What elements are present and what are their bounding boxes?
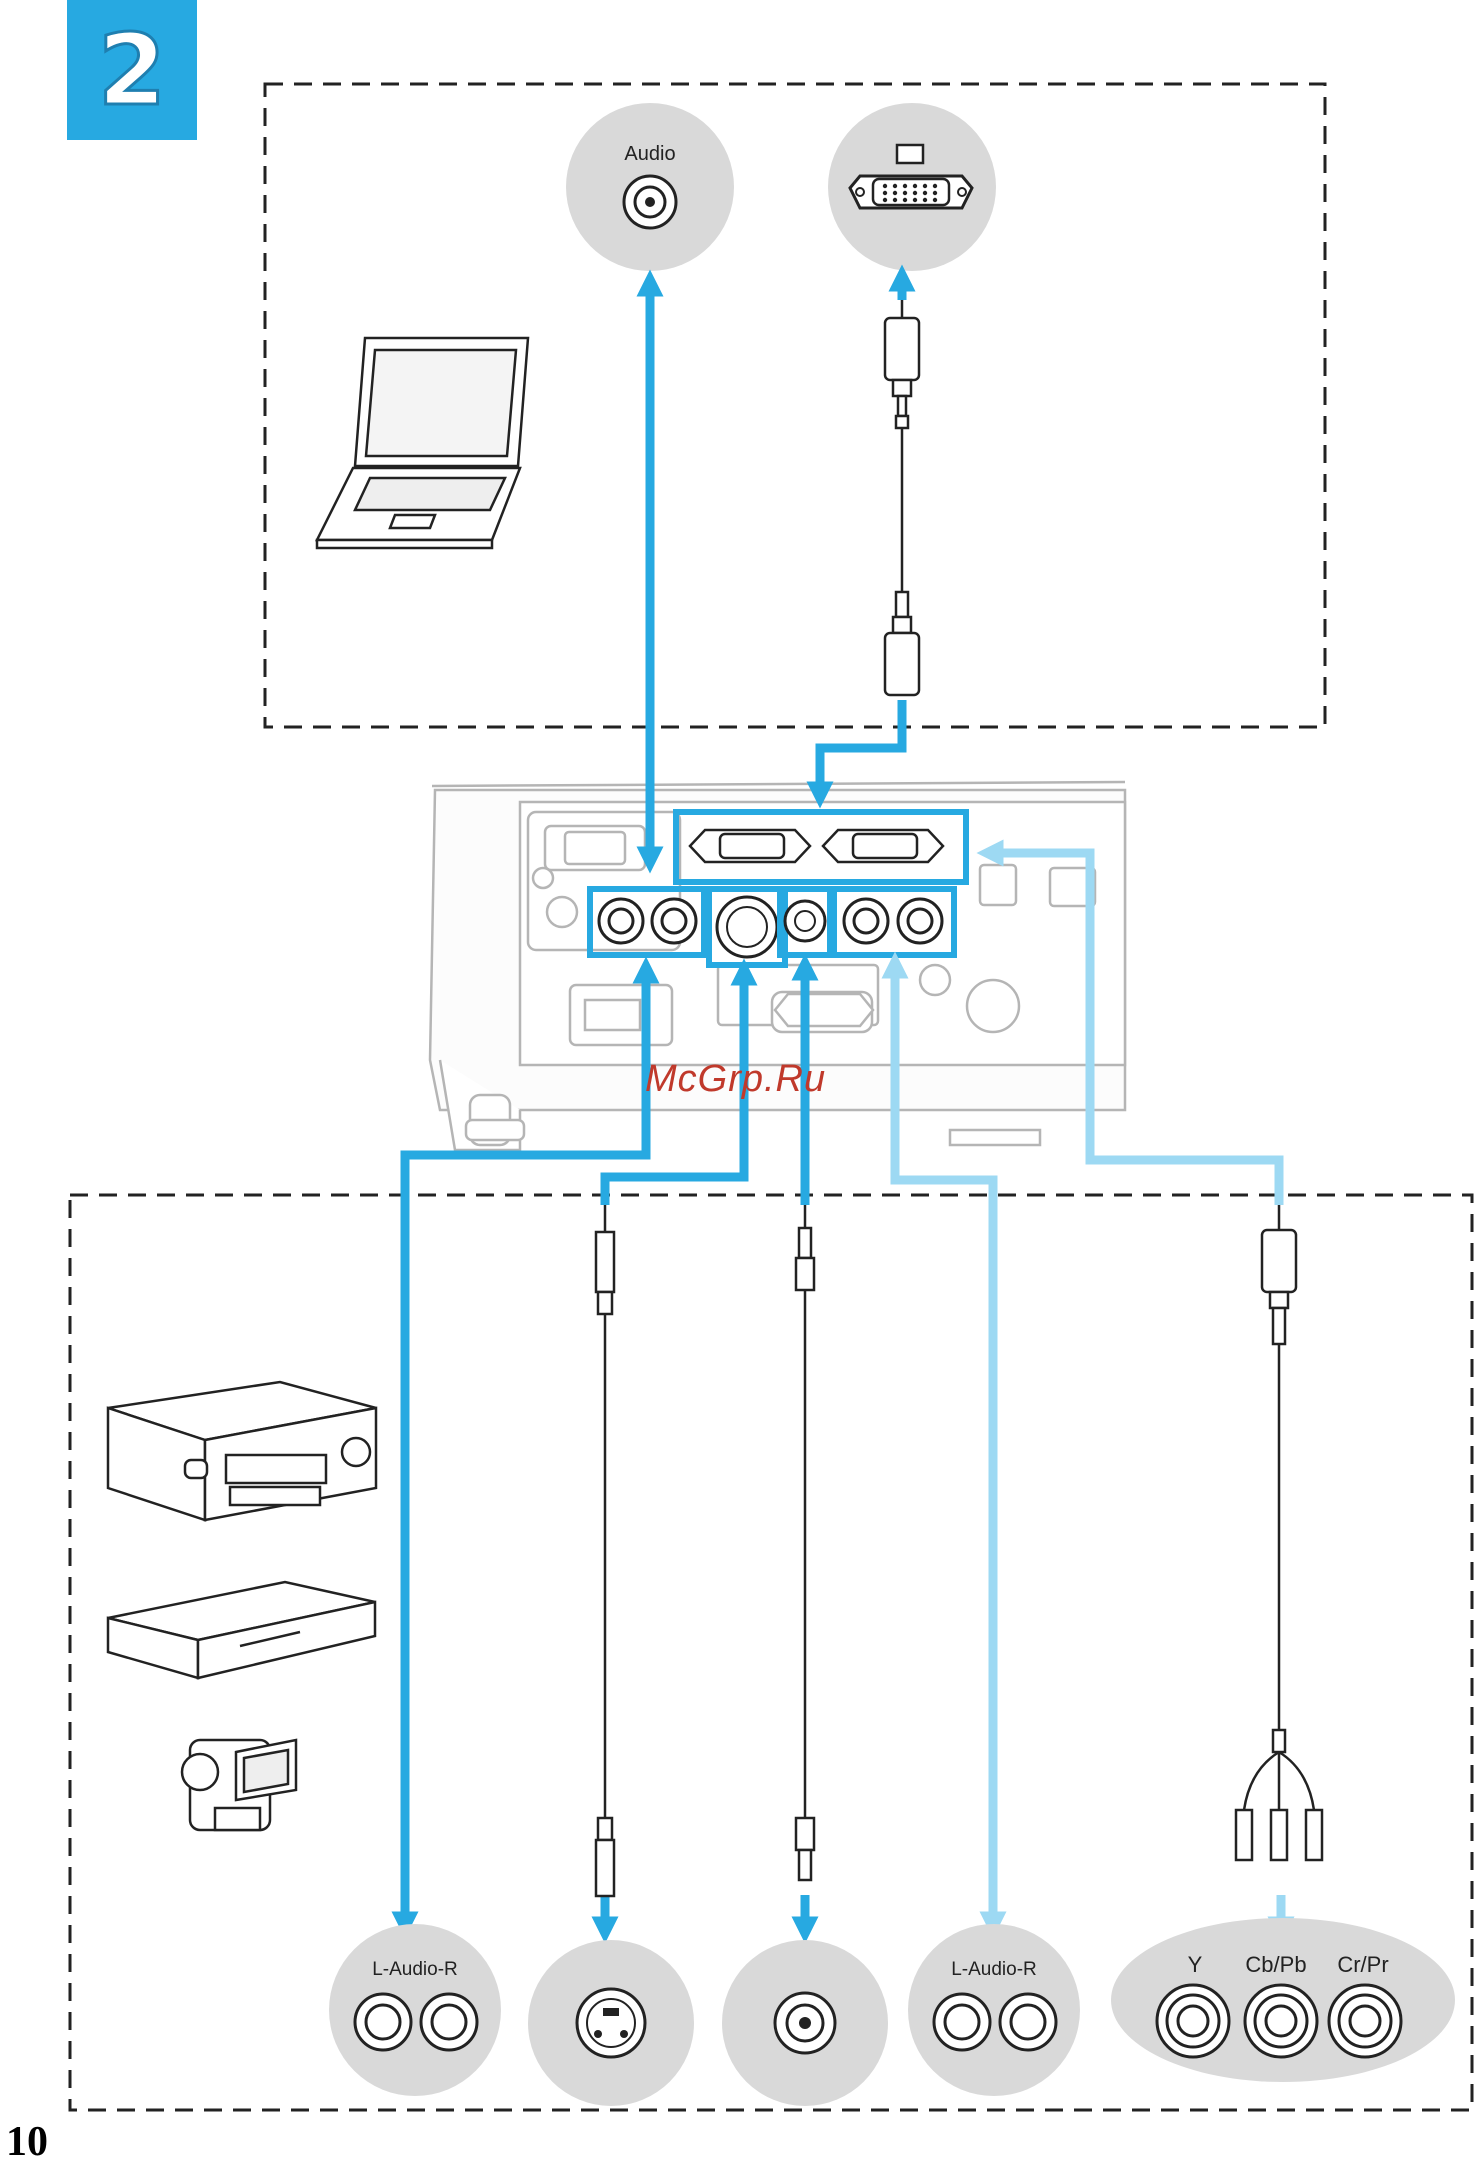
audio-in-port-bubble — [329, 1924, 501, 2096]
video-port-bubble — [722, 1940, 888, 2106]
dvd-player-icon — [108, 1582, 375, 1678]
projector-serial-port — [775, 994, 873, 1026]
vcr-icon — [108, 1382, 376, 1520]
component-cable — [1236, 1205, 1322, 1860]
laptop-icon — [317, 338, 528, 548]
svideo-port-bubble — [528, 1940, 694, 2106]
computer-monitor-port — [828, 103, 996, 271]
svideo-connection-arrow — [605, 972, 744, 1930]
component-cb-label: Cb/Pb — [1245, 1952, 1306, 1977]
svideo-cable — [596, 1205, 614, 1896]
audio-in-port-label: L-Audio-R — [372, 1959, 458, 1980]
camcorder-icon — [182, 1740, 296, 1830]
audio-out-port-bubble — [908, 1924, 1080, 2096]
computer-audio-port: Audio — [566, 103, 734, 271]
watermark: McGrp.Ru — [645, 1058, 826, 1101]
step-badge: 2 — [67, 0, 197, 140]
video-cable — [796, 1205, 814, 1880]
component-y-label: Y — [1188, 1952, 1203, 1977]
step-number: 2 — [67, 22, 197, 120]
audio-out-port-label: L-Audio-R — [951, 1959, 1037, 1980]
monitor-icon — [897, 145, 923, 163]
page-number: 10 — [6, 2118, 48, 2166]
audio-label: Audio — [624, 143, 675, 165]
component-port-bubble — [1111, 1918, 1455, 2082]
component-cr-label: Cr/Pr — [1337, 1952, 1388, 1977]
computer-vga-cable — [885, 300, 919, 695]
rca-audio-connection-arrow — [405, 970, 646, 1925]
